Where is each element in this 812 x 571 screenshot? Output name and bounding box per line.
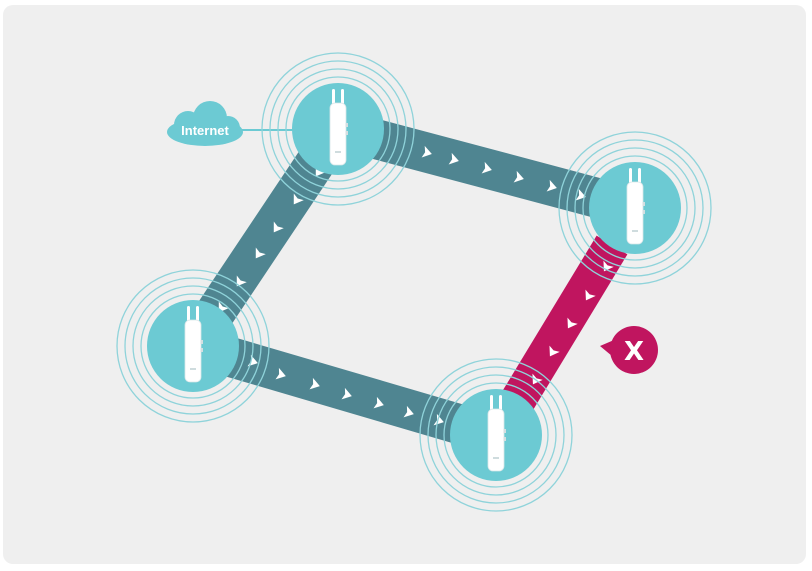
access-point-right: [558, 131, 712, 285]
signal-rings: [419, 358, 573, 512]
signal-rings: [261, 52, 415, 206]
access-point-bottom: [419, 358, 573, 512]
signal-rings: [116, 269, 270, 423]
internet-label: Internet: [181, 123, 229, 138]
failure-marker: X: [600, 326, 658, 374]
failure-badge: [610, 326, 658, 374]
diagram-panel: [3, 5, 806, 564]
link-top-right: [332, 109, 641, 228]
link-left-bottom: [187, 326, 502, 455]
failure-x-label: X: [624, 337, 644, 367]
signal-rings: [558, 131, 712, 285]
access-point-top: [261, 52, 415, 206]
access-point-left: [116, 269, 270, 423]
link-right-bottom-failed: [499, 235, 628, 415]
internet-cloud: Internet: [167, 101, 300, 146]
cloud-icon: [167, 101, 243, 146]
